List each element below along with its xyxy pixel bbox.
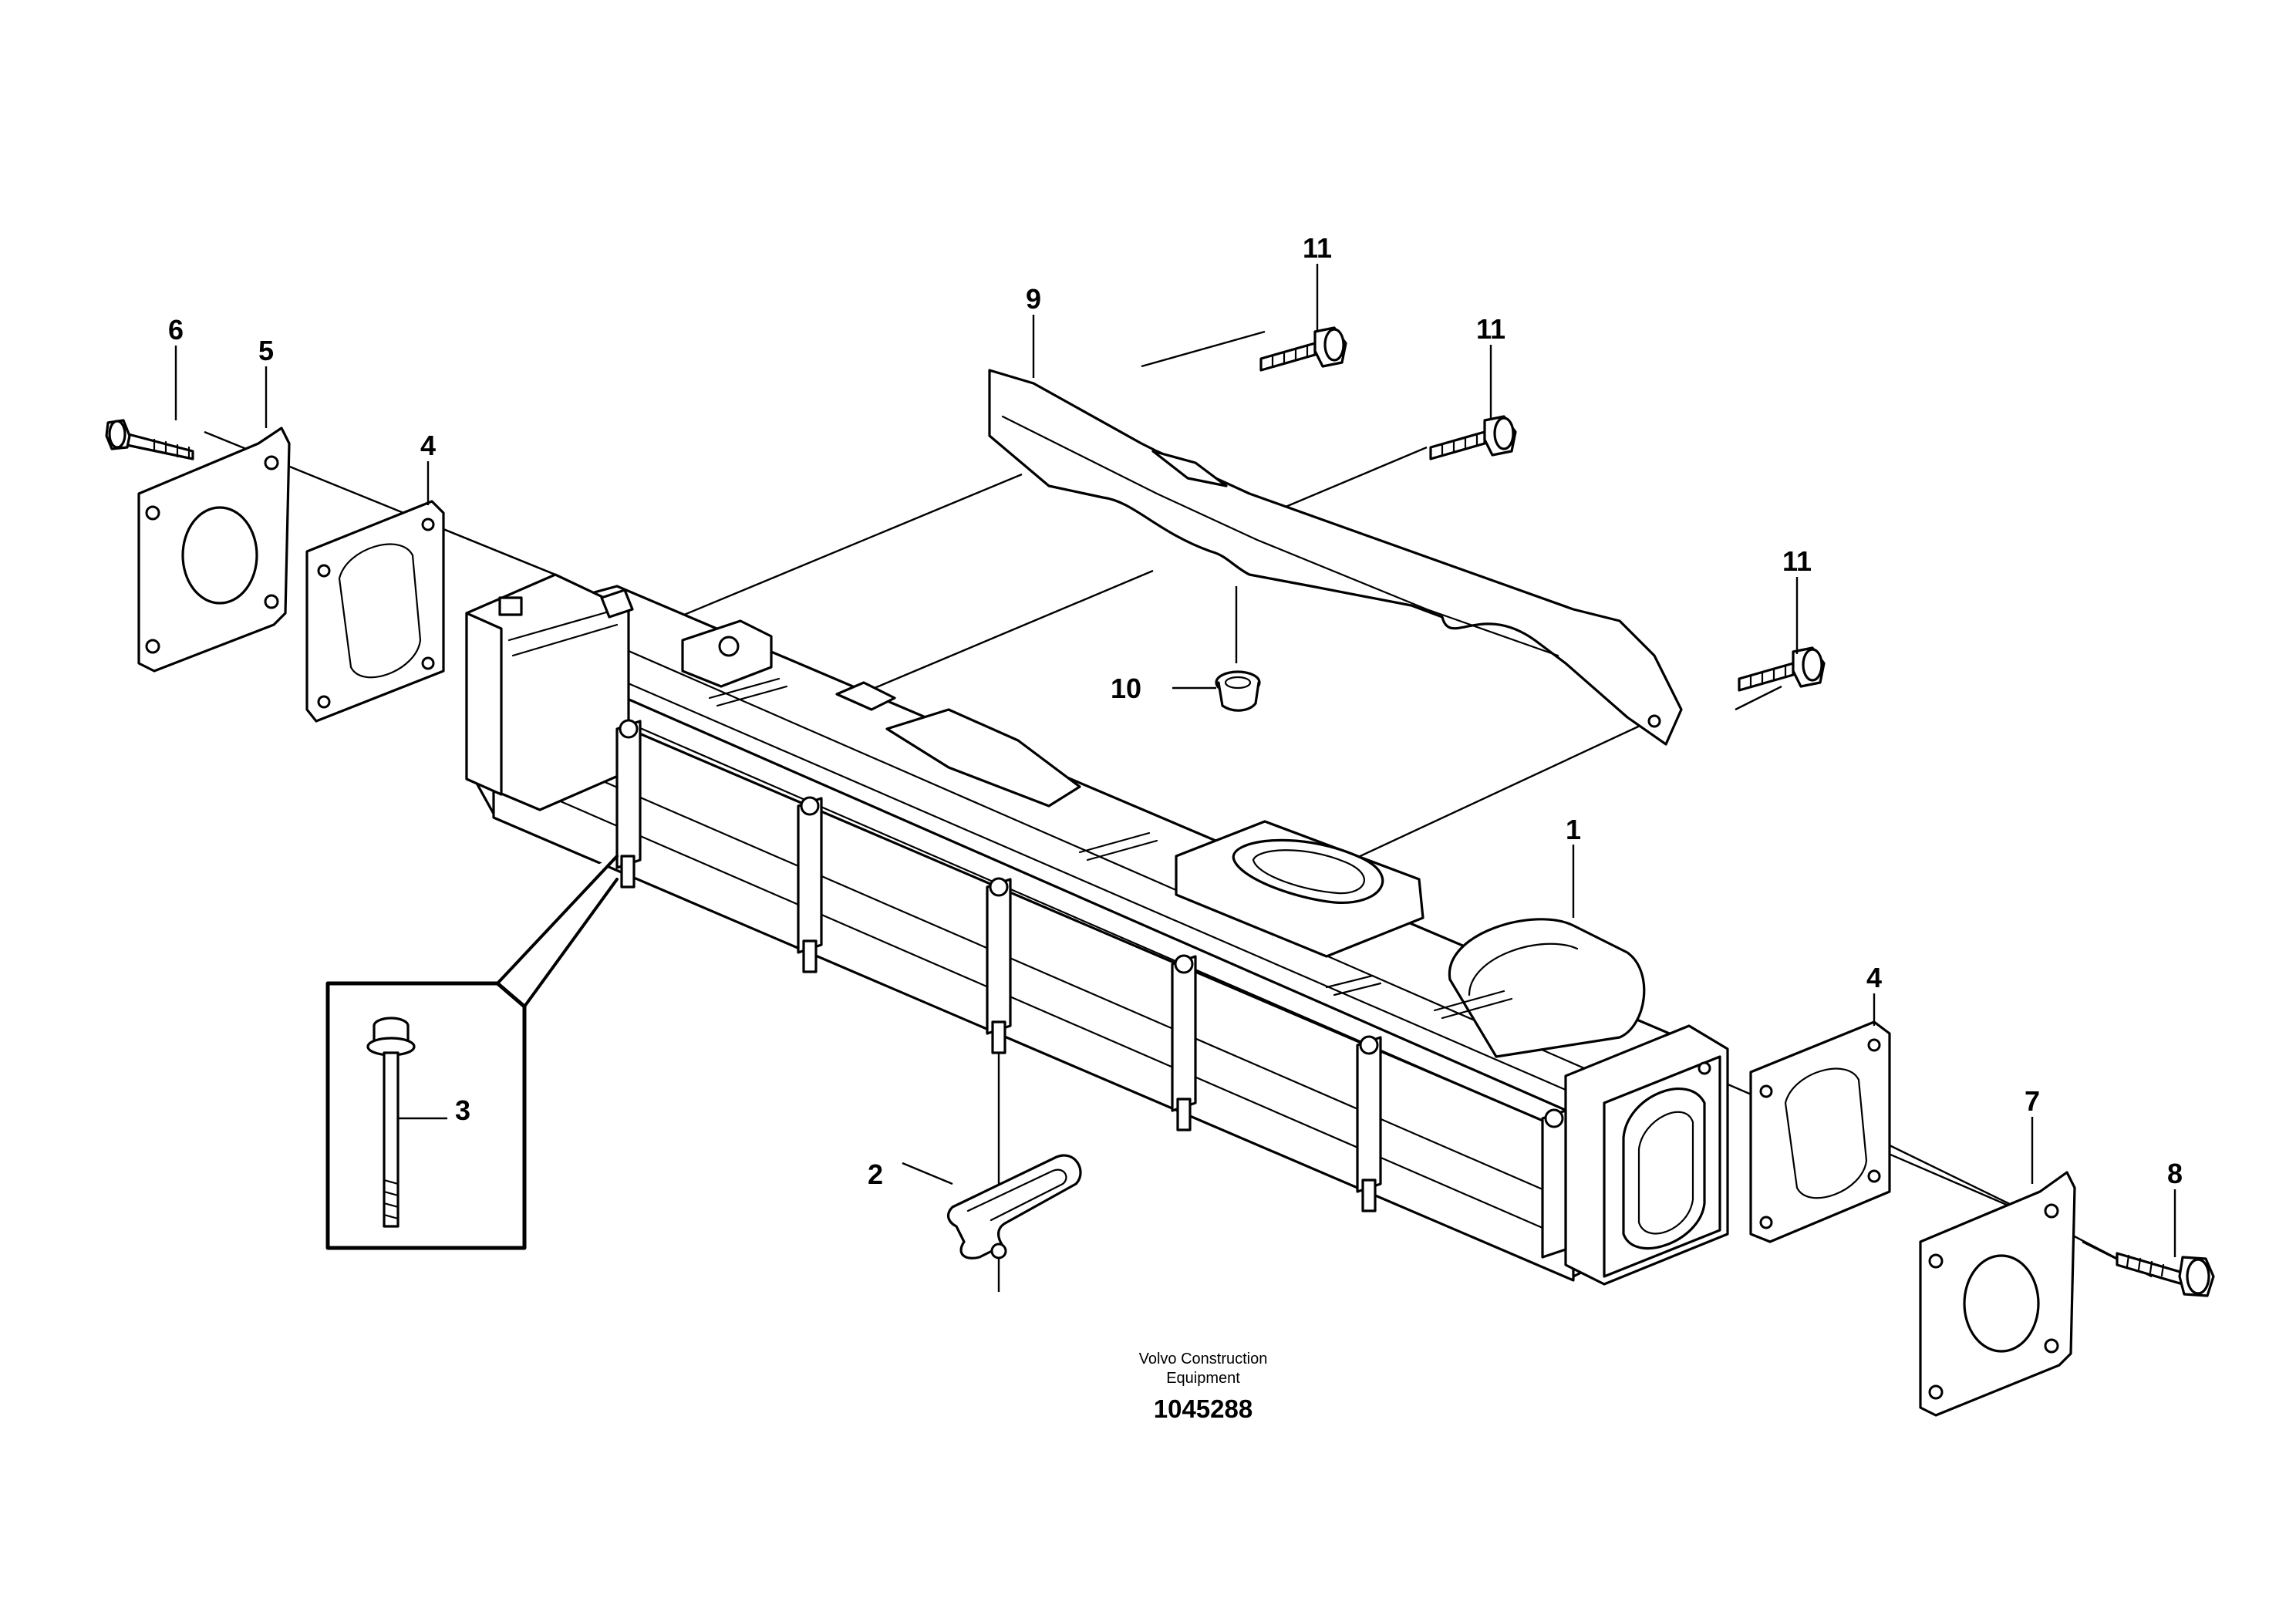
gasket-left (305, 500, 445, 723)
bolt-detail-box (325, 855, 619, 1250)
callout-3: 3 (455, 1094, 470, 1126)
gasket-small (946, 1154, 1082, 1259)
caption-company-line1: Volvo Construction (1138, 1351, 1268, 1367)
cover-plate-right (1919, 1171, 2076, 1417)
shield-bolt-2 (1429, 415, 1517, 460)
bolt-left (105, 419, 194, 460)
caption-company-line2: Equipment (1166, 1370, 1240, 1387)
intake-manifold (465, 573, 1729, 1286)
bolt-right (2116, 1252, 2215, 1297)
callout-leaders (174, 264, 2176, 1257)
callout-4-right: 4 (1866, 962, 1882, 993)
callout-6: 6 (168, 314, 184, 346)
cover-plate-left (137, 427, 291, 673)
callout-10: 10 (1111, 673, 1141, 704)
manifold-ribs (708, 677, 1513, 1020)
callout-2: 2 (868, 1158, 883, 1190)
long-bolt (366, 1017, 416, 1228)
callout-11-c: 11 (1782, 545, 1812, 577)
callout-7: 7 (2025, 1085, 2040, 1117)
callout-9: 9 (1026, 283, 1041, 315)
callout-5: 5 (258, 335, 274, 366)
drawing-number: 1045288 (1153, 1394, 1253, 1423)
callout-11-b: 11 (1476, 313, 1505, 345)
shield-bolt-1 (1259, 326, 1347, 372)
callout-labels: 1 2 3 4 4 5 6 7 8 9 10 11 11 11 (168, 232, 2183, 1190)
callout-8: 8 (2167, 1158, 2183, 1189)
callout-1: 1 (1566, 814, 1581, 845)
gasket-right (1749, 1020, 1891, 1243)
shield-bolt-3 (1738, 646, 1826, 692)
manifold-struts (615, 719, 1567, 1259)
heat-shield (988, 369, 1683, 746)
grommet (1172, 670, 1261, 712)
callout-4-left: 4 (420, 430, 436, 461)
callout-11-a: 11 (1303, 232, 1332, 264)
